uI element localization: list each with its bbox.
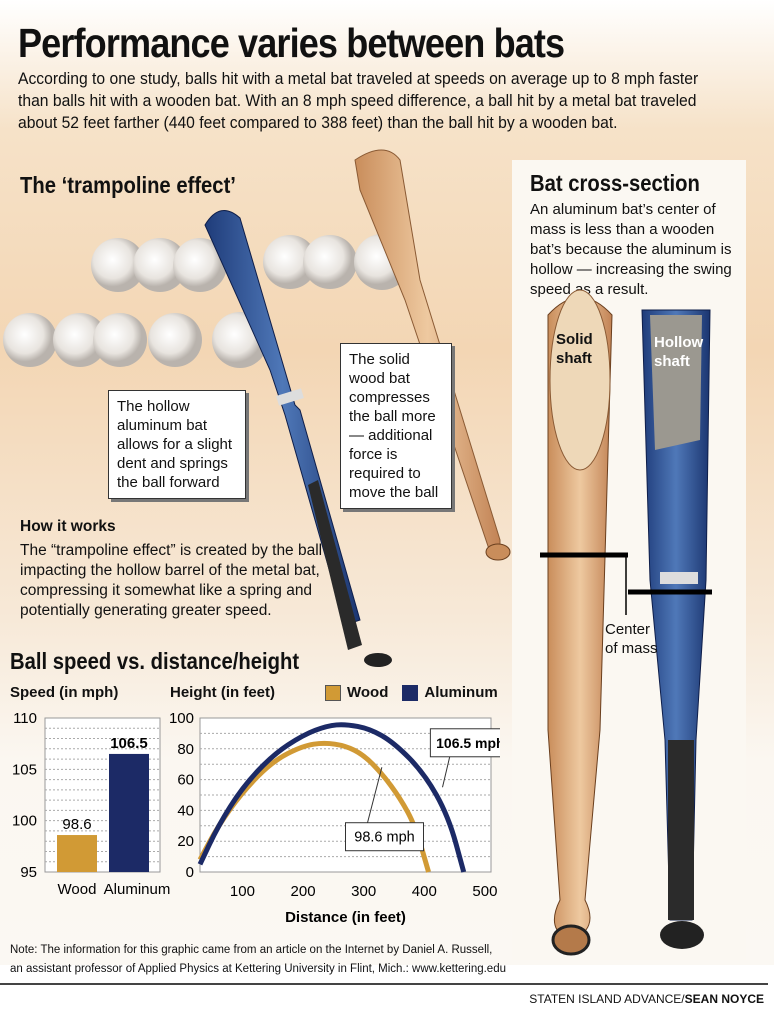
y-tick-label: 20 <box>177 833 194 850</box>
y-tick-label: 100 <box>12 813 37 830</box>
label-box-wood <box>345 822 424 852</box>
legend-label-aluminum: Aluminum <box>424 684 498 701</box>
line-aluminum <box>197 722 467 873</box>
solid-shaft-label: Solid shaft <box>556 331 593 367</box>
trampoline-heading: The ‘trampoline effect’ <box>20 172 236 198</box>
note-line-2: an assistant professor of Applied Physic… <box>10 963 506 975</box>
intro-text: According to one study, balls hit with a… <box>18 70 699 132</box>
legend-label-wood: Wood <box>347 684 389 701</box>
baseballs-bottom-row <box>3 312 268 368</box>
aluminum-bat <box>204 210 392 667</box>
center-of-mass-markers <box>540 552 712 615</box>
line-chart-ylabel: Height (in feet) <box>170 684 275 701</box>
y-tick-label: 40 <box>177 802 194 819</box>
x-tick-label: 200 <box>291 883 316 900</box>
x-tick-label: 400 <box>412 883 437 900</box>
legend-swatch-wood <box>325 684 341 701</box>
series-label-aluminum: 106.5 mph <box>436 735 500 751</box>
bar-value-label: 106.5 <box>110 735 148 752</box>
x-category-label: Aluminum <box>104 881 171 898</box>
cross-section-aluminum-bat <box>641 309 711 949</box>
label-box-aluminum <box>429 728 500 758</box>
how-it-works-heading: How it works <box>20 518 116 535</box>
x-tick-label: 100 <box>230 883 255 900</box>
cross-section-text: An aluminum bat’s center of mass is less… <box>530 201 732 298</box>
x-tick-label: 300 <box>351 883 376 900</box>
legend: Wood Aluminum <box>325 684 498 701</box>
bar-value-label: 98.6 <box>62 816 91 833</box>
cross-section-heading: Bat cross-section <box>530 170 700 196</box>
bar-wood <box>57 835 97 872</box>
y-tick-label: 95 <box>20 864 37 881</box>
center-of-mass-label: Center of mass <box>605 621 658 657</box>
how-it-works-text: The “trampoline effect” is created by th… <box>20 542 323 619</box>
callout-wood: The solid wood bat compresses the ball m… <box>340 343 452 509</box>
credit-org: STATEN ISLAND ADVANCE/ <box>529 992 685 1006</box>
divider <box>0 983 768 985</box>
source-note: Note: The information for this graphic c… <box>10 941 506 979</box>
page-title: Performance varies between bats <box>18 20 565 66</box>
bar-chart-title: Speed (in mph) <box>10 684 119 701</box>
x-tick-label: 500 <box>472 883 497 900</box>
charts-heading: Ball speed vs. distance/height <box>10 648 300 674</box>
x-axis-label: Distance (in feet) <box>285 909 406 926</box>
y-tick-label: 80 <box>177 741 194 758</box>
y-tick-label: 105 <box>12 761 37 778</box>
label-pointer-wood <box>366 767 383 826</box>
series-label-wood: 98.6 mph <box>354 830 414 846</box>
bar-aluminum <box>109 753 149 872</box>
legend-swatch-aluminum <box>402 684 419 701</box>
credit-author: SEAN NOYCE <box>684 992 764 1006</box>
cross-section-wood-bat <box>547 289 613 956</box>
x-category-label: Wood <box>58 881 97 898</box>
note-line-1: Note: The information for this graphic c… <box>10 944 493 956</box>
callout-aluminum: The hollow aluminum bat allows for a sli… <box>108 390 246 499</box>
hollow-shaft-label: Hollow shaft <box>654 334 704 370</box>
y-tick-label: 100 <box>169 710 194 727</box>
y-tick-label: 60 <box>177 772 194 789</box>
y-tick-label: 0 <box>186 864 194 881</box>
credit: STATEN ISLAND ADVANCE/SEAN NOYCE <box>529 992 764 1006</box>
y-tick-label: 110 <box>13 710 37 727</box>
